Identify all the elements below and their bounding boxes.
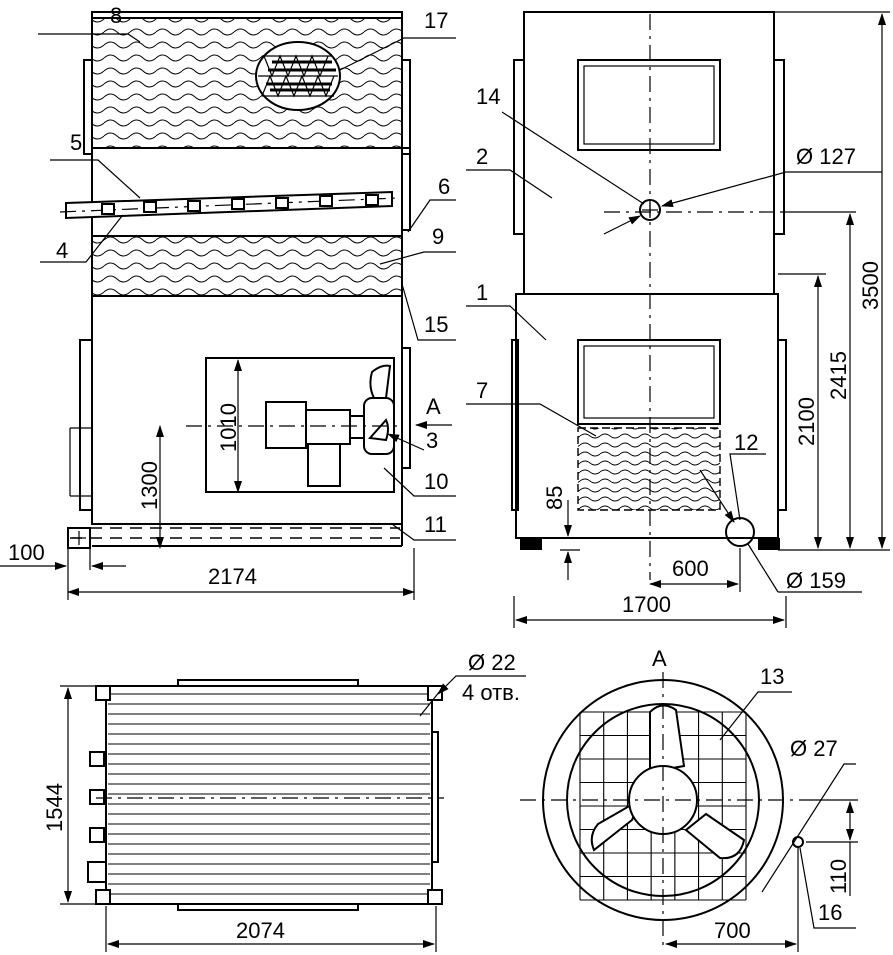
pipe-axis [59, 197, 399, 213]
dim-1700: 1700 [622, 592, 671, 617]
hole-27 [792, 836, 804, 848]
dim-700: 700 [714, 918, 751, 943]
dim-2100: 2100 [794, 397, 819, 446]
plan-bottom-flange [177, 903, 359, 911]
side-view-callouts: 14 Ø 127 2 1 7 12 [466, 84, 882, 523]
side-view [511, 11, 787, 580]
dim-2174: 2174 [208, 564, 257, 589]
dim-2415: 2415 [826, 351, 851, 400]
label-15: 15 [424, 312, 448, 337]
dim-d159: Ø 159 [786, 568, 846, 593]
dim-85: 85 [542, 486, 567, 510]
label-3: 3 [426, 428, 438, 453]
upper-inspection-window [577, 59, 721, 151]
view-a: A [520, 646, 806, 946]
side-lower-right-flange [777, 339, 787, 511]
motor-shaft [349, 415, 365, 439]
label-14: 14 [476, 84, 500, 109]
label-12: 12 [734, 430, 758, 455]
lower-right-flange [401, 347, 411, 469]
dim-110: 110 [826, 859, 851, 894]
lower-inspection-window [577, 339, 721, 425]
hole-127 [639, 199, 661, 221]
plan-ribs [108, 693, 430, 895]
plan-view-callouts: Ø 22 4 отв. 1544 2074 [42, 650, 526, 952]
label-4: 4 [56, 238, 68, 263]
lower-fill-block [91, 235, 403, 297]
spray-nozzles [101, 194, 379, 215]
label-11: 11 [424, 512, 447, 537]
nozzle-4 [87, 861, 107, 883]
mount-br [427, 889, 443, 905]
label-7: 7 [476, 378, 488, 403]
label-9: 9 [432, 224, 444, 249]
plan-outline [105, 685, 433, 905]
dim-d27: Ø 27 [790, 736, 838, 761]
upper-left-flange [83, 59, 93, 155]
motor-body [265, 401, 307, 449]
dim-2074: 2074 [236, 918, 285, 943]
plan-view [87, 679, 444, 911]
water-inlet-6 [401, 147, 411, 231]
dim-1010: 1010 [216, 403, 241, 452]
fan-blades [590, 704, 746, 860]
nozzle-2 [89, 789, 105, 805]
mount-bl [95, 889, 111, 905]
label-6: 6 [438, 174, 450, 199]
upper-fill-block [91, 17, 403, 149]
lower-left-flange [79, 339, 93, 511]
label-17: 17 [424, 8, 448, 33]
upper-right-flange [401, 59, 411, 155]
plan-right-flange [431, 731, 439, 863]
plan-top-flange [177, 679, 359, 687]
mount-tl [95, 685, 111, 701]
front-view [59, 11, 411, 549]
nozzle-1 [89, 751, 105, 767]
outlet-159 [725, 517, 755, 547]
motor-housing [305, 409, 351, 445]
label-5: 5 [70, 130, 82, 155]
label-2: 2 [476, 144, 488, 169]
drift-eliminator-hatch [258, 54, 338, 98]
dim-1544: 1544 [42, 783, 67, 832]
dim-3500: 3500 [858, 261, 883, 310]
label-1: 1 [476, 280, 488, 305]
dim-100: 100 [8, 540, 45, 565]
side-lower-left-flange [511, 339, 519, 511]
label-13: 13 [760, 664, 784, 689]
support-left [520, 538, 542, 550]
motor-base [307, 443, 341, 487]
upper-module-2 [523, 11, 775, 295]
side-upper-left-flange [513, 59, 525, 235]
section-label-front: A [426, 394, 441, 419]
water-tank-7 [577, 427, 721, 511]
support-right [758, 538, 780, 550]
side-view-dimensions: 3500 2415 2100 85 600 Ø 159 1700 [513, 11, 890, 628]
drain-connection [67, 527, 91, 549]
section-label-view-a: A [652, 646, 667, 671]
dim-600: 600 [672, 556, 709, 581]
front-view-callouts: 8 17 5 4 6 9 15 10 11 3 A [38, 3, 456, 541]
label-10: 10 [424, 469, 448, 494]
nozzle-3 [89, 827, 105, 843]
label-4-holes: 4 отв. [462, 680, 520, 705]
dim-d22: Ø 22 [468, 650, 516, 675]
view-a-callouts: 13 Ø 27 110 700 16 [665, 664, 858, 952]
fan-blade-upper [369, 364, 392, 399]
fan-blade-lower [367, 418, 389, 442]
side-upper-right-flange [773, 59, 785, 235]
label-8: 8 [110, 3, 122, 28]
dim-d127: Ø 127 [796, 144, 856, 169]
label-16: 16 [818, 900, 842, 925]
dim-1300: 1300 [137, 461, 162, 510]
front-view-dimensions: 1010 1300 2174 100 [0, 359, 415, 600]
